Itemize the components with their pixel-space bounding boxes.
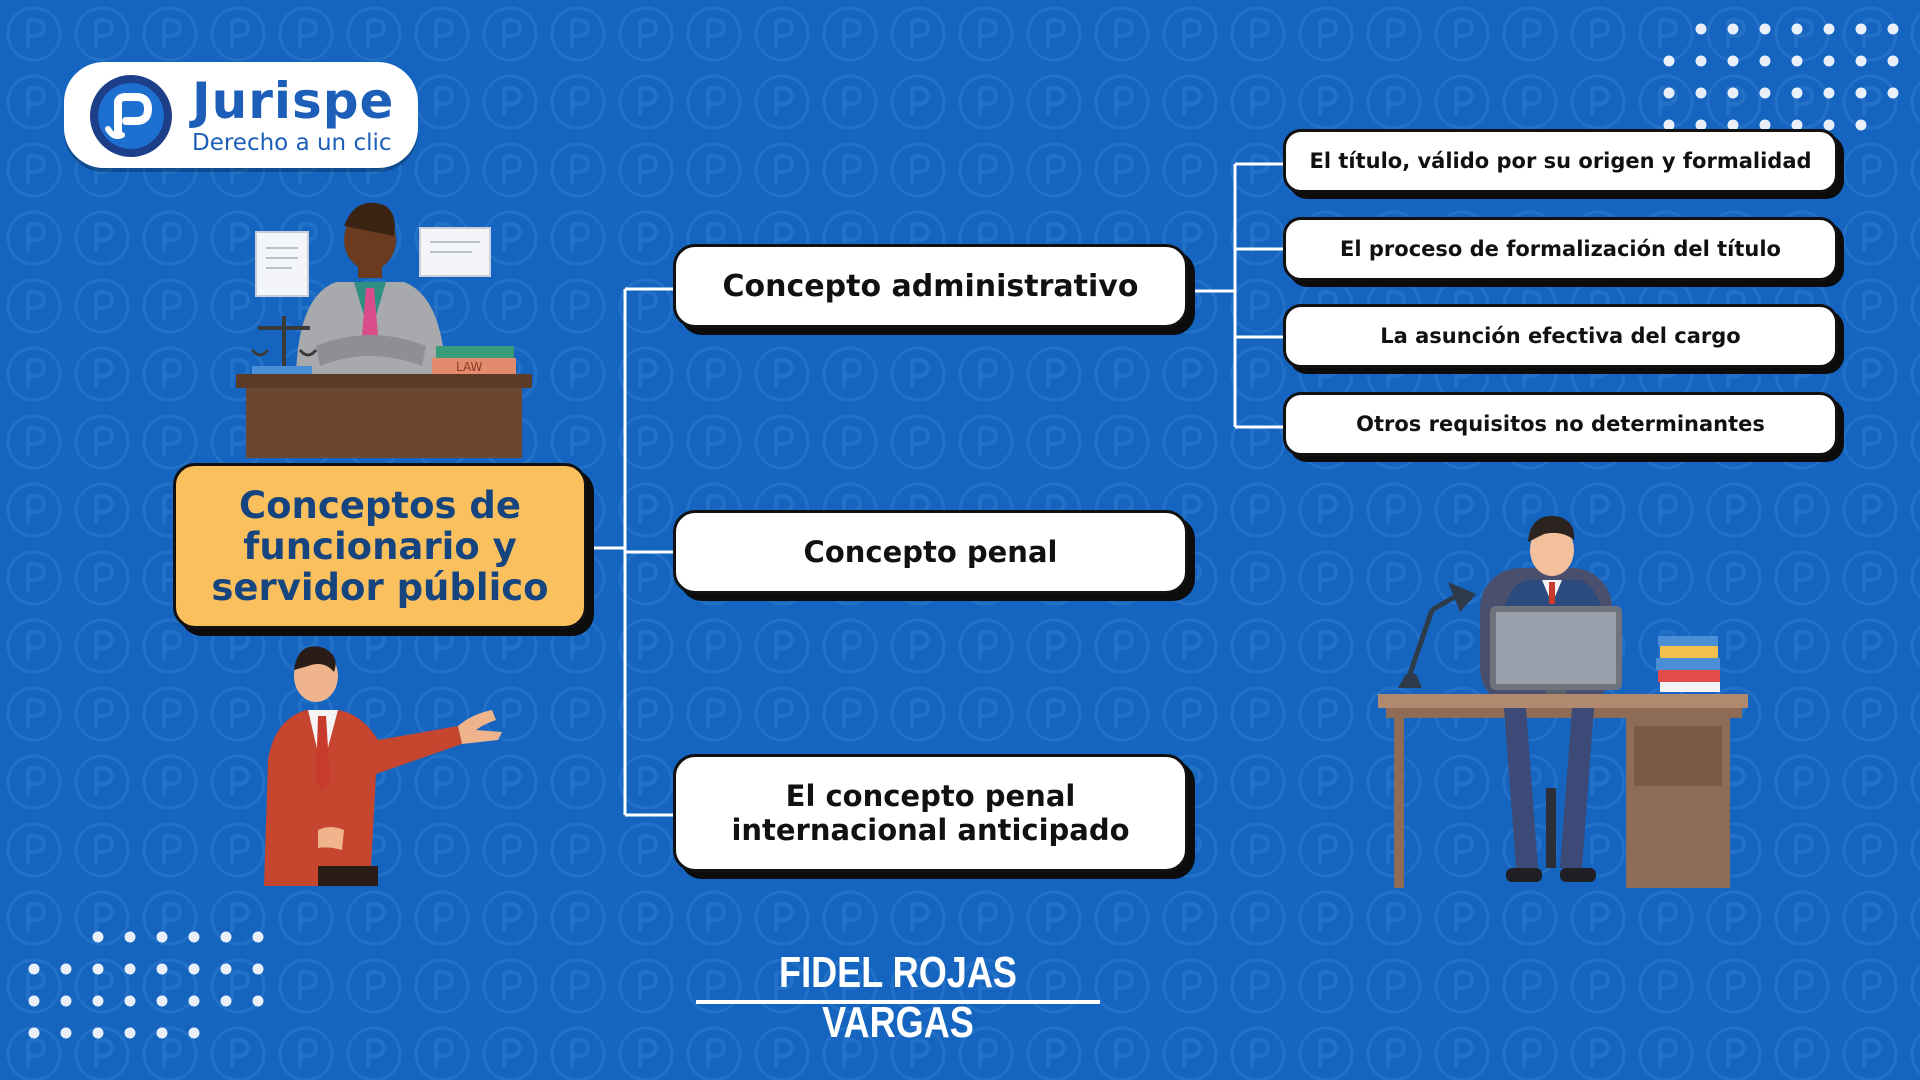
- decor-dot: [1855, 87, 1867, 99]
- decor-dot: [1759, 23, 1771, 35]
- branch-node-administrativo: Concepto administrativo: [673, 244, 1188, 328]
- subnode-formalizacion: El proceso de formalización del título: [1283, 217, 1838, 281]
- decor-dot: [60, 995, 72, 1007]
- decor-dot: [1695, 119, 1707, 131]
- decor-dot: [1727, 119, 1739, 131]
- decor-dot: [1727, 87, 1739, 99]
- lawyer-at-desk-illustration: LAW: [236, 202, 532, 458]
- decor-dot: [1823, 119, 1835, 131]
- decor-dot: [92, 1027, 104, 1039]
- brand-logo[interactable]: Jurispe Derecho a un clic: [64, 62, 418, 168]
- subnode-asuncion: La asunción efectiva del cargo: [1283, 304, 1838, 368]
- decor-dot: [1727, 23, 1739, 35]
- decor-dot: [1727, 55, 1739, 67]
- subnode-otros-requisitos: Otros requisitos no determinantes: [1283, 392, 1838, 456]
- decor-dot: [1791, 119, 1803, 131]
- decor-dot: [124, 931, 136, 943]
- jurispe-logo-icon: [90, 75, 172, 157]
- decor-dot: [1759, 55, 1771, 67]
- decor-dot: [1663, 55, 1675, 67]
- decor-dot: [156, 995, 168, 1007]
- brand-name: Jurispe: [192, 72, 395, 130]
- decor-dot: [1791, 55, 1803, 67]
- connector-lines: [590, 162, 1283, 817]
- decor-dot: [1759, 119, 1771, 131]
- decor-dot: [1823, 23, 1835, 35]
- branch-node-penal-internacional: El concepto penal internacional anticipa…: [673, 754, 1188, 872]
- decor-dot: [252, 963, 264, 975]
- decor-dot: [188, 995, 200, 1007]
- decor-dot: [1663, 87, 1675, 99]
- decor-dot: [60, 963, 72, 975]
- decor-dot: [188, 1027, 200, 1039]
- decor-dot: [1887, 23, 1899, 35]
- decor-dot: [124, 995, 136, 1007]
- decor-dot: [60, 1027, 72, 1039]
- author-name: FIDEL ROJAS VARGAS: [779, 948, 1017, 1047]
- decor-dot: [188, 931, 200, 943]
- decor-dot: [156, 963, 168, 975]
- dots-decoration-bottom-left: [28, 931, 264, 1039]
- decor-dot: [1791, 87, 1803, 99]
- decor-dot: [1887, 87, 1899, 99]
- decor-dot: [188, 963, 200, 975]
- branch-node-penal: Concepto penal: [673, 510, 1188, 594]
- presenting-man-illustration: [264, 646, 502, 886]
- brand-tagline: Derecho a un clic: [192, 130, 392, 156]
- root-node: Conceptos de funcionario y servidor públ…: [173, 463, 587, 629]
- decor-dot: [252, 931, 264, 943]
- decor-dot: [1855, 119, 1867, 131]
- decor-dot: [1695, 87, 1707, 99]
- decor-dot: [156, 931, 168, 943]
- decor-dot: [1791, 23, 1803, 35]
- decor-dot: [92, 963, 104, 975]
- decor-dot: [252, 995, 264, 1007]
- decor-dot: [220, 963, 232, 975]
- decor-dot: [1695, 55, 1707, 67]
- decor-dot: [156, 1027, 168, 1039]
- decor-dot: [28, 995, 40, 1007]
- decor-dot: [1887, 55, 1899, 67]
- dots-decoration-top-right: [1663, 23, 1899, 131]
- office-worker-at-computer-illustration: [1378, 515, 1748, 888]
- decor-dot: [220, 995, 232, 1007]
- decor-dot: [1855, 23, 1867, 35]
- decor-dot: [1823, 55, 1835, 67]
- decor-dot: [1695, 23, 1707, 35]
- decor-dot: [1823, 87, 1835, 99]
- decor-dot: [1759, 87, 1771, 99]
- law-book-label: LAW: [456, 360, 483, 374]
- decor-dot: [92, 931, 104, 943]
- decor-dot: [1855, 55, 1867, 67]
- decor-dot: [28, 1027, 40, 1039]
- decor-dot: [28, 963, 40, 975]
- decor-dot: [124, 963, 136, 975]
- subnode-titulo: El título, válido por su origen y formal…: [1283, 129, 1838, 193]
- author-underline: [696, 1000, 1100, 1004]
- decor-dot: [220, 931, 232, 943]
- decor-dot: [124, 1027, 136, 1039]
- decor-dot: [92, 995, 104, 1007]
- decor-dot: [1663, 119, 1675, 131]
